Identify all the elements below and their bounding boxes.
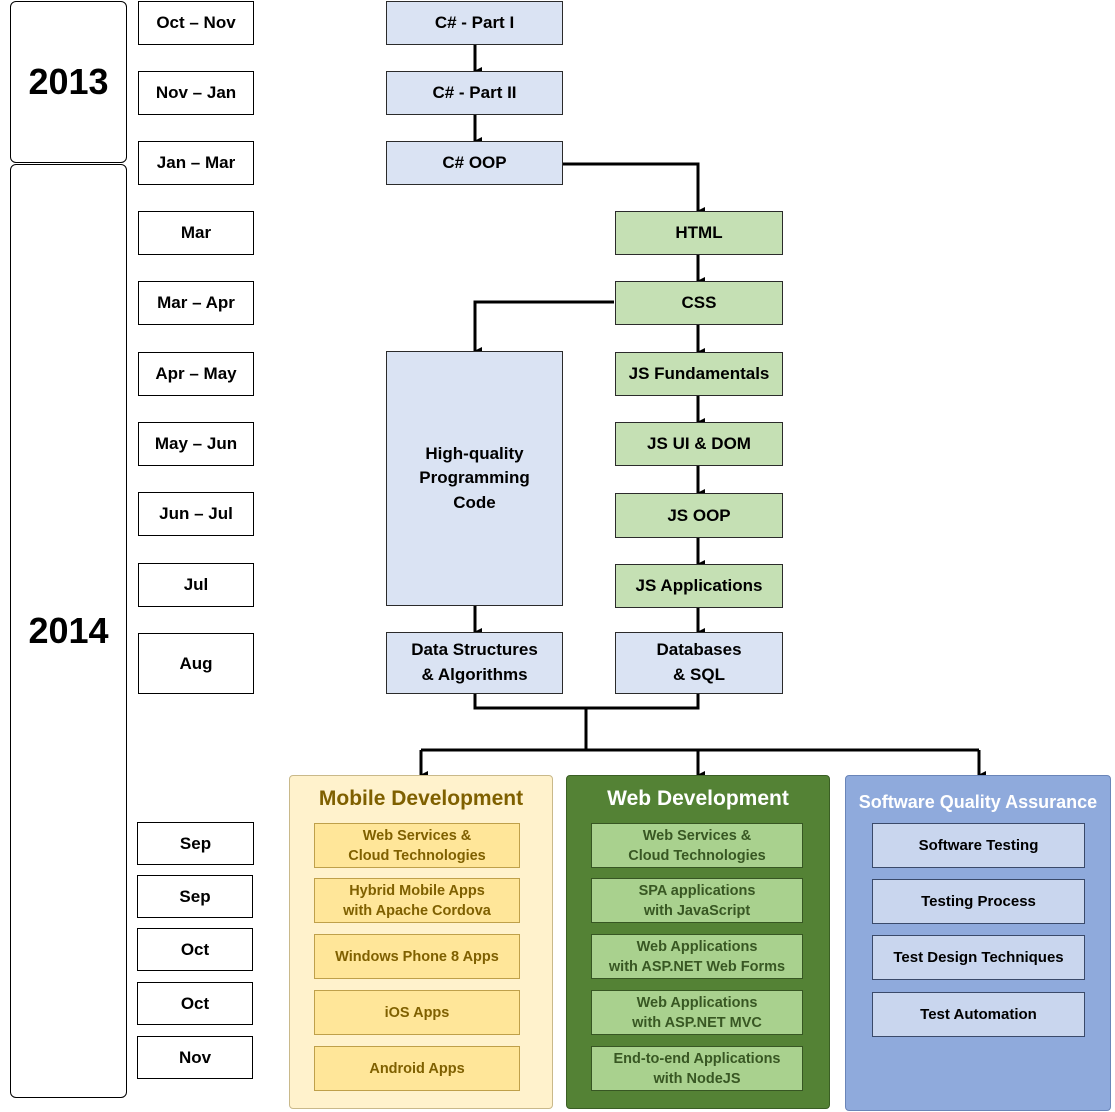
merge-line <box>473 694 700 710</box>
mobile-item-line1: Hybrid Mobile Apps <box>349 882 485 899</box>
qa-title: Software Quality Assurance <box>858 791 1098 812</box>
period-label: Nov <box>137 1036 253 1079</box>
qa-item: Software Testing <box>872 823 1085 868</box>
dsa-line2: & Algorithms <box>421 665 528 684</box>
mobile-item: Windows Phone 8 Apps <box>314 934 520 979</box>
web-item-line2: with ASP.NET Web Forms <box>608 958 786 975</box>
hqc-line1: High-quality <box>425 443 524 463</box>
web-item: SPA applications with JavaScript <box>591 878 803 923</box>
web-item-line2: Cloud Technologies <box>628 847 766 864</box>
course-databases-line1: Databases <box>656 640 742 660</box>
qa-item: Test Automation <box>872 992 1085 1037</box>
web-item: Web Applications with ASP.NET MVC <box>591 990 803 1035</box>
qa-item: Test Design Techniques <box>872 935 1085 980</box>
web-item-line2: with JavaScript <box>643 902 751 919</box>
course-csharp-part1: C# - Part I <box>386 1 563 45</box>
web-item-line2: with ASP.NET MVC <box>632 1014 762 1031</box>
mobile-item-line1: Web Services & <box>362 827 472 844</box>
web-item-line1: SPA applications <box>638 882 756 899</box>
web-item-line2: with NodeJS <box>653 1070 741 1087</box>
course-data-structures: Data Structures & Algorithms <box>386 632 563 694</box>
course-csharp-part2: C# - Part II <box>386 71 563 115</box>
qa-item: Testing Process <box>872 879 1085 924</box>
dsa-line1: Data Structures <box>411 640 538 660</box>
period-label: Sep <box>137 822 254 865</box>
period-label: May – Jun <box>138 422 254 466</box>
web-development-title: Web Development <box>607 787 789 810</box>
mobile-item: Hybrid Mobile Apps with Apache Cordova <box>314 878 520 923</box>
period-label: Oct – Nov <box>138 1 254 45</box>
web-item: Web Applications with ASP.NET Web Forms <box>591 934 803 979</box>
course-high-quality-code: High-quality Programming Code <box>386 351 563 606</box>
mobile-development-title: Mobile Development <box>318 787 524 810</box>
period-label: Oct <box>137 928 253 971</box>
web-item: Web Services & Cloud Technologies <box>591 823 803 868</box>
period-label: Nov – Jan <box>138 71 254 115</box>
web-item: End-to-end Applications with NodeJS <box>591 1046 803 1091</box>
mobile-item: Android Apps <box>314 1046 520 1091</box>
course-js-fundamentals: JS Fundamentals <box>615 352 783 396</box>
course-js-oop: JS OOP <box>615 493 783 538</box>
mobile-item-line2: Cloud Technologies <box>348 847 486 864</box>
web-item-line1: Web Services & <box>642 827 752 844</box>
period-label: Oct <box>137 982 253 1025</box>
mobile-item: Web Services & Cloud Technologies <box>314 823 520 868</box>
hqc-line3: Code <box>453 492 496 512</box>
course-js-ui-dom: JS UI & DOM <box>615 422 783 466</box>
period-label: Jun – Jul <box>138 492 254 536</box>
course-html: HTML <box>615 211 783 255</box>
hqc-line2: Programming <box>419 468 530 488</box>
mobile-item-line2: with Apache Cordova <box>343 902 491 919</box>
period-label: Aug <box>138 633 254 694</box>
course-js-applications: JS Applications <box>615 564 783 608</box>
course-csharp-oop: C# OOP <box>386 141 563 185</box>
period-label: Apr – May <box>138 352 254 396</box>
period-label: Mar <box>138 211 254 255</box>
web-item-line1: Web Applications <box>636 938 758 955</box>
web-item-line1: End-to-end Applications <box>613 1050 781 1067</box>
web-item-line1: Web Applications <box>636 994 758 1011</box>
course-css: CSS <box>615 281 783 325</box>
year-2013: 2013 <box>10 1 127 163</box>
period-label: Mar – Apr <box>138 281 254 325</box>
arrow-css-hqc <box>473 300 614 355</box>
course-databases-sql: Databases & SQL <box>615 632 783 694</box>
period-label: Jul <box>138 563 254 607</box>
mobile-item: iOS Apps <box>314 990 520 1035</box>
year-2014: 2014 <box>10 164 127 1098</box>
period-label: Sep <box>137 875 253 918</box>
arrow-oop-html <box>563 162 705 215</box>
period-label: Jan – Mar <box>138 141 254 185</box>
course-databases-line2: & SQL <box>673 665 725 684</box>
